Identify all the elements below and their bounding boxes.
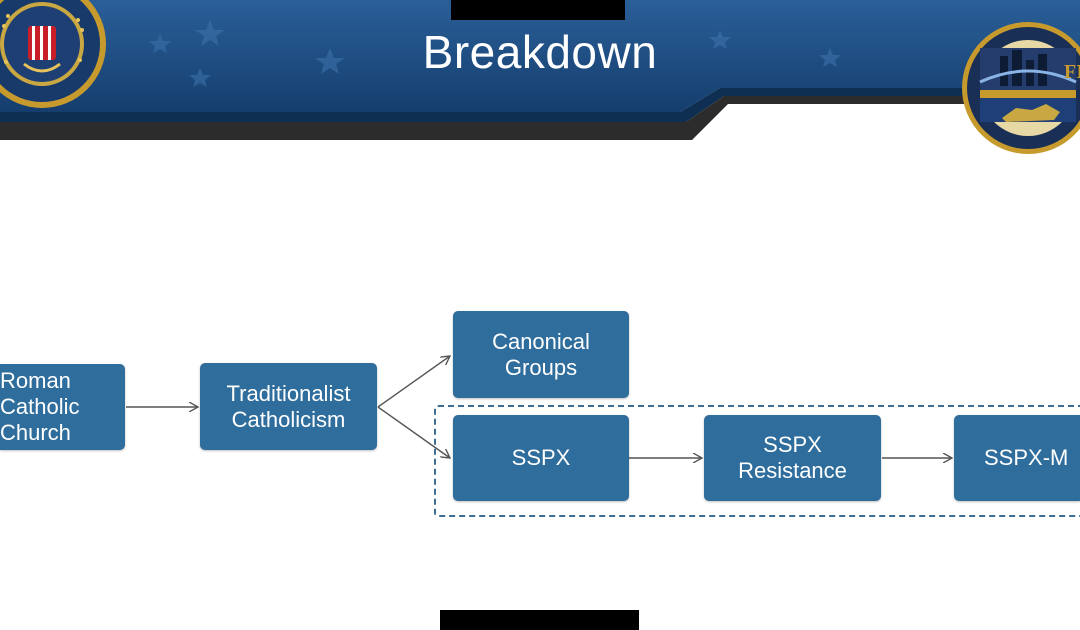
arrow-traditionalist-to-canonical [377,356,450,408]
node-traditionalist-catholicism: Traditionalist Catholicism [200,363,377,450]
node-roman-catholic-church: Roman Catholic Church [0,364,125,450]
node-sspx: SSPX [453,415,629,501]
fbi-seal-icon [0,0,106,108]
page-title: Breakdown [422,26,658,78]
redaction-bar-top [451,0,625,20]
node-sspx-resistance: SSPX Resistance [704,415,881,501]
sspx-group-outline [434,405,1080,517]
redaction-bar-bottom [440,610,639,630]
svg-text:FI: FI [1064,61,1080,83]
arrow-traditionalist-to-sspx [377,406,450,458]
header-banner [0,0,1080,140]
node-sspx-m: SSPX-M [954,415,1080,501]
field-intelligence-group-seal-icon: FI [962,22,1080,154]
node-canonical-groups: Canonical Groups [453,311,629,398]
